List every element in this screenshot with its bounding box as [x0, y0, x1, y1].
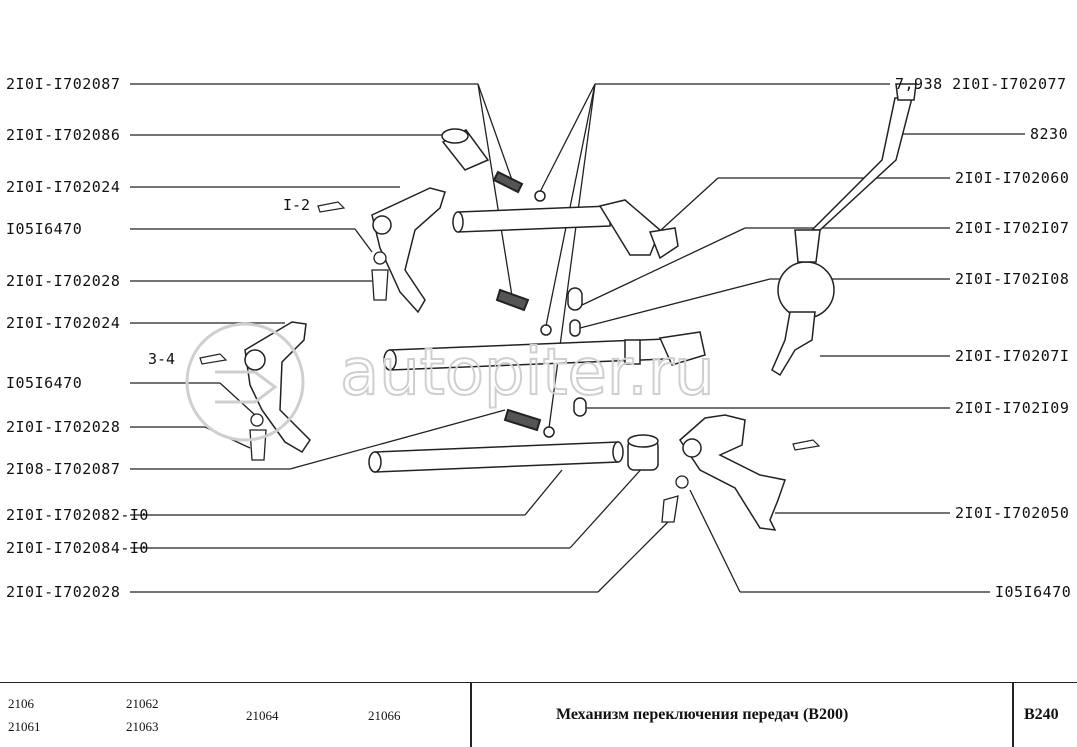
title-block: 2106 21061 21062 21063 21064 21066 Механ… — [0, 682, 1077, 747]
part-label: I05I6470 — [6, 220, 83, 238]
model-number: 21064 — [246, 708, 279, 723]
part-label: 2I0I-I70207I — [955, 347, 1070, 365]
part-label: 8230 — [1030, 125, 1069, 143]
model-number: 21061 — [8, 719, 41, 734]
model-number: 21066 — [368, 708, 401, 723]
part-label: 2I0I-I702060 — [955, 169, 1070, 187]
part-label: 2I0I-I702024 — [6, 314, 121, 332]
part-label: 2I0I-I702I08 — [955, 270, 1070, 288]
model-number: 21062 — [126, 696, 159, 711]
part-label: I05I6470 — [6, 374, 83, 392]
divider — [470, 683, 472, 747]
model-number: 2106 — [8, 696, 34, 711]
diagram-drawing — [130, 83, 1025, 593]
part-label: 7,938 2I0I-I702077 — [895, 75, 1067, 93]
part-label: 2I08-I702087 — [6, 460, 121, 478]
gear-mark-first-second: I-2 — [283, 196, 311, 214]
part-label: 2I0I-I702086 — [6, 126, 121, 144]
part-label: 2I0I-I702I09 — [955, 399, 1070, 417]
divider — [1012, 683, 1014, 747]
part-label: 2I0I-I702028 — [6, 583, 121, 601]
part-label: I05I6470 — [995, 583, 1072, 601]
model-number: 21063 — [126, 719, 159, 734]
part-label: 2I0I-I702084-I0 — [6, 539, 149, 557]
part-label: 2I0I-I702028 — [6, 272, 121, 290]
part-label: 2I0I-I702050 — [955, 504, 1070, 522]
diagram-title: Механизм переключения передач (В200) — [556, 706, 849, 723]
part-label: 2I0I-I702028 — [6, 418, 121, 436]
part-label: 2I0I-I702082-I0 — [6, 506, 149, 524]
part-label: 2I0I-I702I07 — [955, 219, 1070, 237]
part-label: 2I0I-I702087 — [6, 75, 121, 93]
part-label: 2I0I-I702024 — [6, 178, 121, 196]
gear-mark-third-fourth: 3-4 — [148, 350, 176, 368]
diagram-code: В240 — [1024, 706, 1059, 723]
parts-diagram: autopiter.ru 2I0I-I702087 2I0I-I702086 2… — [6, 75, 1072, 601]
